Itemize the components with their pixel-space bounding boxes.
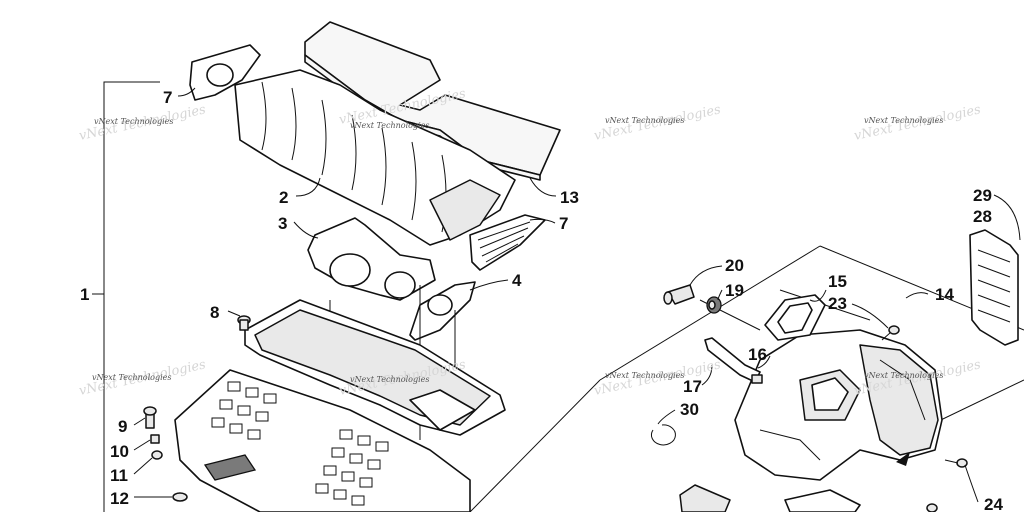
- watermark-1: vNext Technologies: [94, 117, 173, 126]
- intake-boot: [307, 217, 436, 301]
- callout-16: 16: [748, 345, 767, 364]
- callout-17: 17: [683, 377, 702, 396]
- callout-2: 2: [279, 188, 288, 207]
- leader-lines: [133, 87, 1021, 503]
- flange-gasket: [409, 281, 476, 341]
- callout-8: 8: [210, 303, 219, 322]
- callout-28: 28: [973, 207, 992, 226]
- assembly-bracket: [92, 81, 160, 512]
- filter-element: [969, 229, 1019, 346]
- callout-7-top: 7: [163, 88, 172, 107]
- callout-4: 4: [512, 271, 522, 290]
- base-tray: [174, 369, 471, 512]
- watermark-2: vNext Technologies: [350, 121, 429, 130]
- end-gasket-right: [469, 214, 546, 271]
- elbow-fitting: [663, 284, 695, 305]
- airbox-lid-housing: [734, 329, 943, 481]
- callout-9: 9: [118, 417, 127, 436]
- callout-7-right: 7: [559, 214, 568, 233]
- filter-gasket-ring: [764, 294, 826, 341]
- callout-30: 30: [680, 400, 699, 419]
- callout-12: 12: [110, 489, 129, 508]
- callout-24: 24: [984, 495, 1003, 512]
- screws-right: [881, 325, 968, 512]
- callout-labels: 1 2 3 4 7 7 8 9 10 11 12 13 14 15 16 17 …: [80, 88, 1003, 512]
- callout-14: 14: [935, 285, 954, 304]
- watermark-7: vNext Technologies: [605, 371, 684, 380]
- watermark-5: vNext Technologies: [92, 373, 171, 382]
- callout-13: 13: [560, 188, 579, 207]
- grommet: [706, 296, 722, 314]
- watermark-3: vNext Technologies: [605, 116, 684, 125]
- end-gasket-left: [189, 44, 261, 101]
- watermark-8: vNext Technologies: [864, 371, 943, 380]
- watermark-4: vNext Technologies: [864, 116, 943, 125]
- mounting-bracket: [704, 337, 763, 384]
- callout-20: 20: [725, 256, 744, 275]
- watermark-6: vNext Technologies: [350, 375, 429, 384]
- callout-1: 1: [80, 285, 89, 304]
- callout-29: 29: [973, 186, 992, 205]
- callout-15: 15: [828, 272, 847, 291]
- callout-23: 23: [828, 294, 847, 313]
- base-gasket-frame: [244, 299, 506, 436]
- lower-partial-parts: [679, 484, 861, 512]
- direction-arrow: [896, 452, 910, 466]
- air-intake-housing: [234, 69, 516, 246]
- clamp-ring: [650, 424, 676, 446]
- callout-10: 10: [110, 442, 129, 461]
- callout-3: 3: [278, 214, 287, 233]
- fasteners-left: [143, 315, 251, 502]
- callout-19: 19: [725, 281, 744, 300]
- callout-11: 11: [110, 466, 128, 485]
